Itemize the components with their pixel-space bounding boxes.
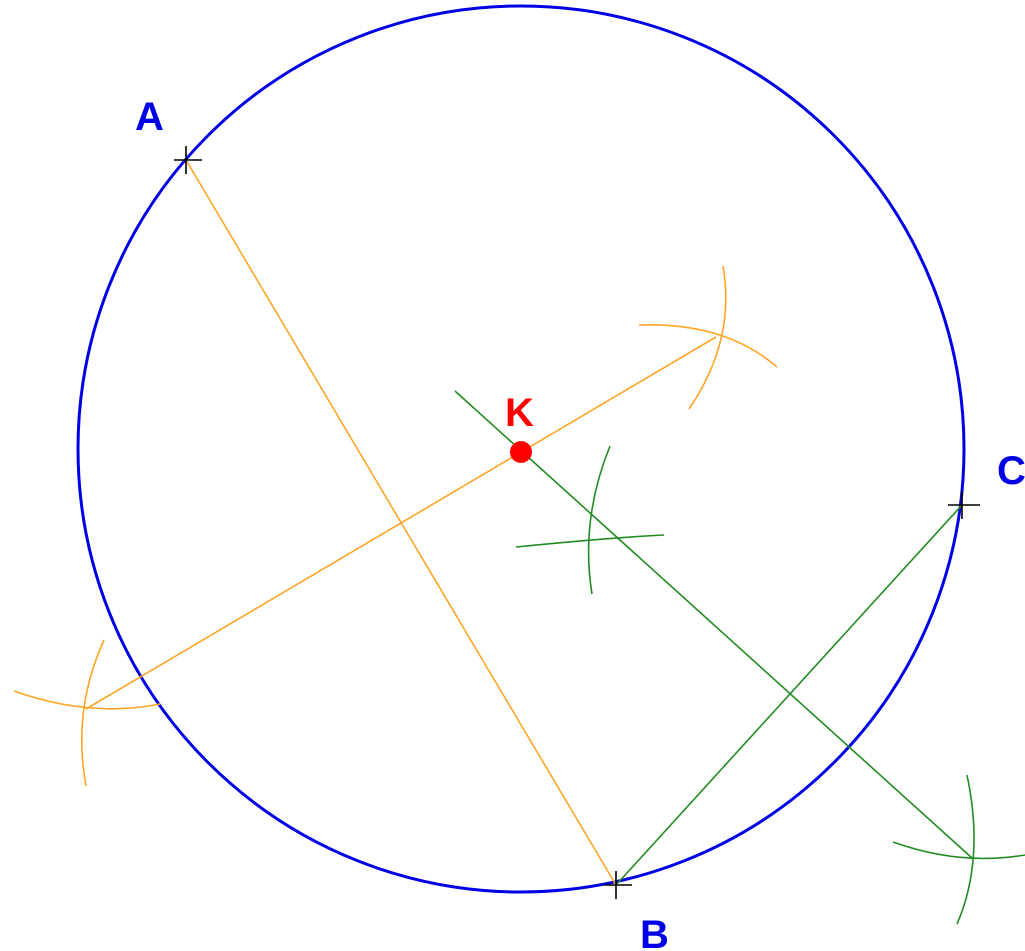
label-a: A xyxy=(135,95,164,139)
perpendicular-bisector-ab xyxy=(85,336,717,710)
label-b: B xyxy=(640,913,669,951)
point-a-marker xyxy=(174,146,202,174)
compass-arc-bc-top-2 xyxy=(515,534,665,548)
label-c: C xyxy=(997,449,1025,493)
compass-arc-bc-bottom-2 xyxy=(892,841,1025,860)
compass-arc-ab-top-2 xyxy=(638,324,778,368)
compass-arc-ab-top-1 xyxy=(688,265,727,410)
label-k: K xyxy=(505,391,534,435)
bisector-bc-construction xyxy=(454,390,1025,925)
chord-bc xyxy=(615,504,963,886)
compass-arc-ab-bottom-1 xyxy=(13,690,161,710)
circumcircle xyxy=(76,4,966,894)
compass-arc-ab-bottom-2 xyxy=(80,639,105,787)
bisector-ab-construction xyxy=(13,159,778,886)
compass-arc-bc-top-1 xyxy=(587,445,611,595)
center-point-k xyxy=(510,441,532,463)
perpendicular-bisector-bc xyxy=(454,390,973,859)
point-b-marker xyxy=(604,871,632,899)
point-c-marker xyxy=(948,491,980,519)
compass-arc-bc-bottom-1 xyxy=(956,774,975,925)
point-markers xyxy=(174,146,980,899)
